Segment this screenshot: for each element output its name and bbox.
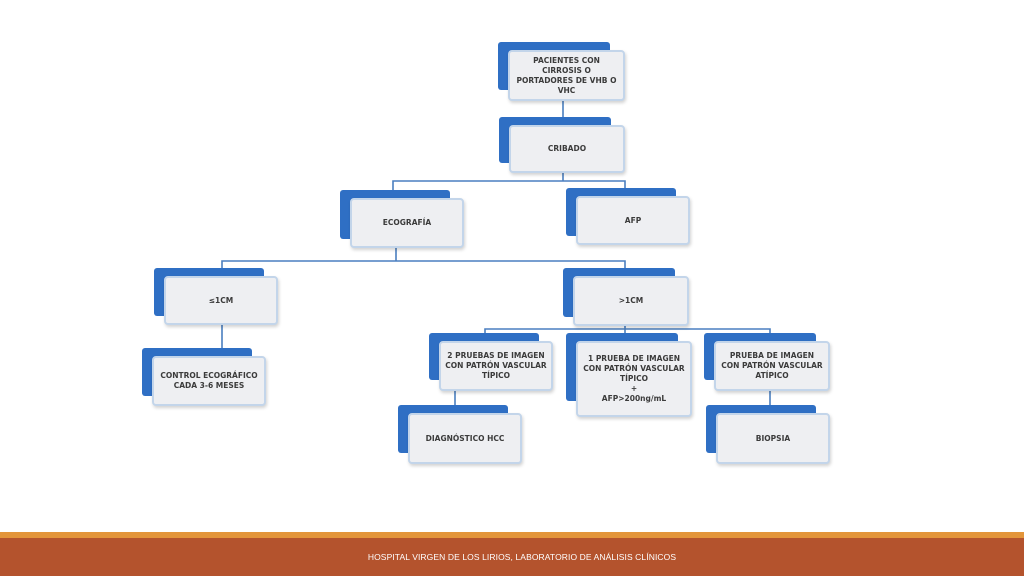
node-cribado-label: CRIBADO — [509, 125, 625, 173]
node-cribado: CRIBADO — [499, 117, 627, 174]
node-diagnostico: DIAGNÓSTICO HCC — [398, 405, 524, 465]
node-pacientes-label: PACIENTES CON CIRROSIS O PORTADORES DE V… — [508, 50, 625, 101]
connector-mayor-branches — [484, 328, 771, 335]
connector-ecografia-branches — [221, 260, 626, 272]
node-ecografia-label: ECOGRAFÍA — [350, 198, 464, 248]
node-control: CONTROL ECOGRÁFICO CADA 3-6 MESES — [142, 348, 268, 408]
node-afp-label: AFP — [576, 196, 690, 245]
node-atipico-label: PRUEBA DE IMAGEN CON PATRÓN VASCULAR ATÍ… — [714, 341, 830, 391]
node-biopsia: BIOPSIA — [706, 405, 832, 465]
node-dos-pruebas: 2 PRUEBAS DE IMAGEN CON PATRÓN VASCULAR … — [429, 333, 555, 392]
node-afp: AFP — [566, 188, 692, 246]
connector-cribado-branches — [392, 180, 626, 194]
footer-text: HOSPITAL VIRGEN DE LOS LIRIOS, LABORATOR… — [367, 552, 677, 562]
node-biopsia-label: BIOPSIA — [716, 413, 830, 464]
node-una-prueba: 1 PRUEBA DE IMAGEN CON PATRÓN VASCULAR T… — [566, 333, 694, 418]
footer-stripe — [0, 532, 1024, 538]
node-mayor-1cm-label: >1CM — [573, 276, 689, 326]
node-menor-1cm: ≤1CM — [154, 268, 280, 326]
node-control-label: CONTROL ECOGRÁFICO CADA 3-6 MESES — [152, 356, 266, 406]
node-mayor-1cm: >1CM — [563, 268, 691, 328]
node-una-prueba-label: 1 PRUEBA DE IMAGEN CON PATRÓN VASCULAR T… — [576, 341, 692, 417]
node-dos-pruebas-label: 2 PRUEBAS DE IMAGEN CON PATRÓN VASCULAR … — [439, 341, 553, 391]
node-pacientes: PACIENTES CON CIRROSIS O PORTADORES DE V… — [498, 42, 627, 102]
footer-bar: HOSPITAL VIRGEN DE LOS LIRIOS, LABORATOR… — [0, 538, 1024, 576]
node-diagnostico-label: DIAGNÓSTICO HCC — [408, 413, 522, 464]
node-ecografia: ECOGRAFÍA — [340, 190, 466, 250]
node-menor-1cm-label: ≤1CM — [164, 276, 278, 325]
node-atipico: PRUEBA DE IMAGEN CON PATRÓN VASCULAR ATÍ… — [704, 333, 832, 392]
